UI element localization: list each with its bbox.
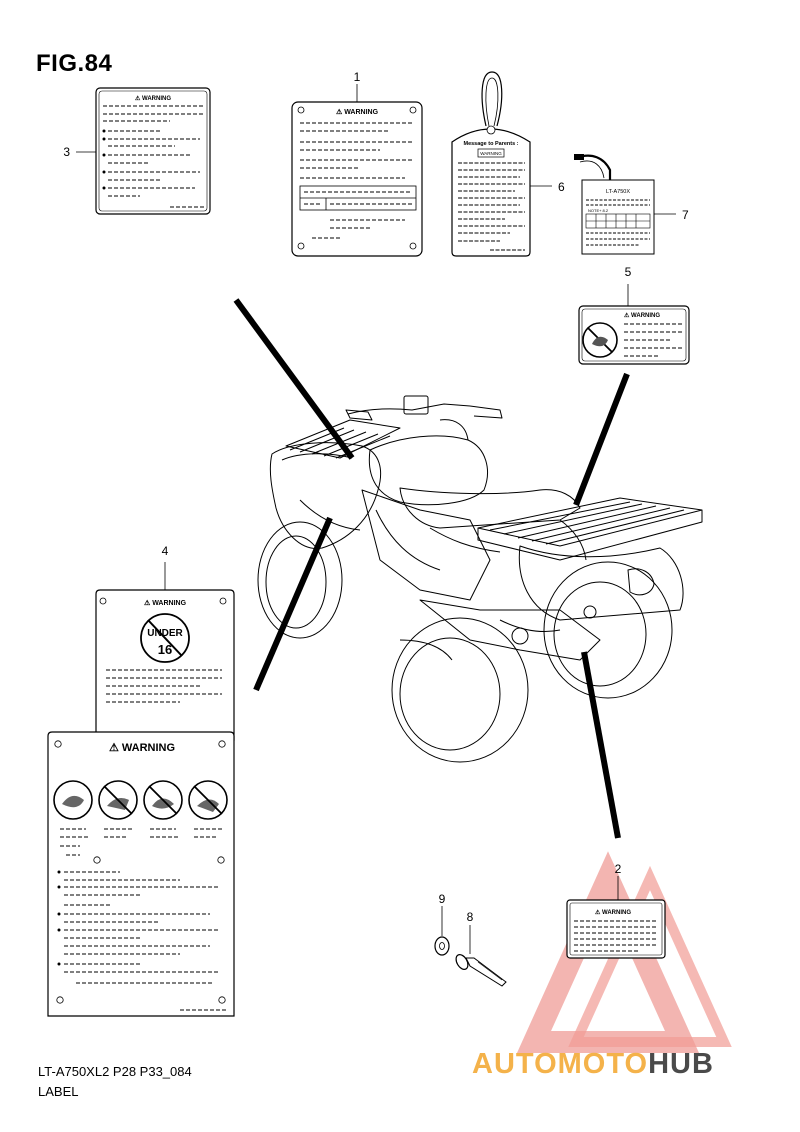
callout-3: 3	[63, 145, 70, 159]
leader-bars	[233, 298, 630, 839]
age-text: 16	[158, 642, 172, 657]
parents-message-text: Message to Parents :	[463, 141, 518, 147]
svg-text:⚠ WARNING: ⚠ WARNING	[624, 312, 660, 319]
callout-4: 4	[162, 544, 169, 558]
warning-text-5: WARNING	[631, 313, 660, 319]
warning-text-1: WARNING	[344, 109, 378, 116]
callout-6: 6	[558, 180, 565, 194]
figure-title: FIG.84	[36, 50, 113, 77]
figure-code: LT-A750XL2 P28 P33_084	[38, 1064, 192, 1079]
watermark-part3: HUB	[648, 1048, 714, 1080]
svg-text:⚠ WARNING: ⚠ WARNING	[595, 909, 631, 916]
label-1[interactable]: ⚠ WARNING	[291, 101, 423, 257]
label-2[interactable]: ⚠ WARNING	[566, 899, 666, 959]
warning-text-4a: WARNING	[152, 600, 186, 607]
warning-text-4b: WARNING	[122, 742, 175, 754]
label-3[interactable]: ⚠ WARNING	[95, 87, 211, 215]
watermark-part1: AUTO	[472, 1048, 558, 1080]
callout-5: 5	[625, 265, 632, 279]
atv-illustration	[257, 395, 703, 763]
washer-part-9[interactable]	[434, 936, 450, 956]
watermark-logo-shape	[516, 851, 732, 1053]
mark-text: NOTE+ 8.2	[588, 208, 609, 213]
rivet-part-8[interactable]	[454, 953, 507, 987]
svg-text:⚠ WARNING: ⚠ WARNING	[135, 95, 171, 102]
label-4[interactable]: ⚠ WARNING UNDER 16 ⚠ WARNING	[47, 589, 235, 1017]
figure-name: LABEL	[38, 1084, 79, 1099]
callout-9: 9	[439, 892, 446, 906]
callout-7: 7	[682, 208, 689, 222]
label-5[interactable]: ⚠ WARNING	[578, 305, 690, 365]
label-6[interactable]: Message to Parents : WARNING	[451, 71, 531, 257]
callout-1: 1	[354, 70, 361, 84]
warning-text-3: WARNING	[142, 96, 171, 102]
svg-text:⚠ WARNING: ⚠ WARNING	[336, 108, 379, 116]
svg-text:⚠ WARNING: ⚠ WARNING	[144, 599, 187, 607]
callout-2: 2	[615, 862, 622, 876]
warning-text-6: WARNING	[480, 151, 502, 156]
svg-text:⚠ WARNING: ⚠ WARNING	[109, 742, 175, 754]
model-text: LT-A750X	[606, 189, 630, 195]
under-text: UNDER	[147, 628, 183, 639]
callout-8: 8	[467, 910, 474, 924]
watermark-text: AUTOMOTOHUB	[472, 1048, 714, 1081]
watermark-part2: MOTO	[557, 1048, 649, 1080]
warning-text-2: WARNING	[602, 910, 631, 916]
label-7[interactable]: LT-A750X NOTE+ 8.2	[574, 154, 655, 255]
